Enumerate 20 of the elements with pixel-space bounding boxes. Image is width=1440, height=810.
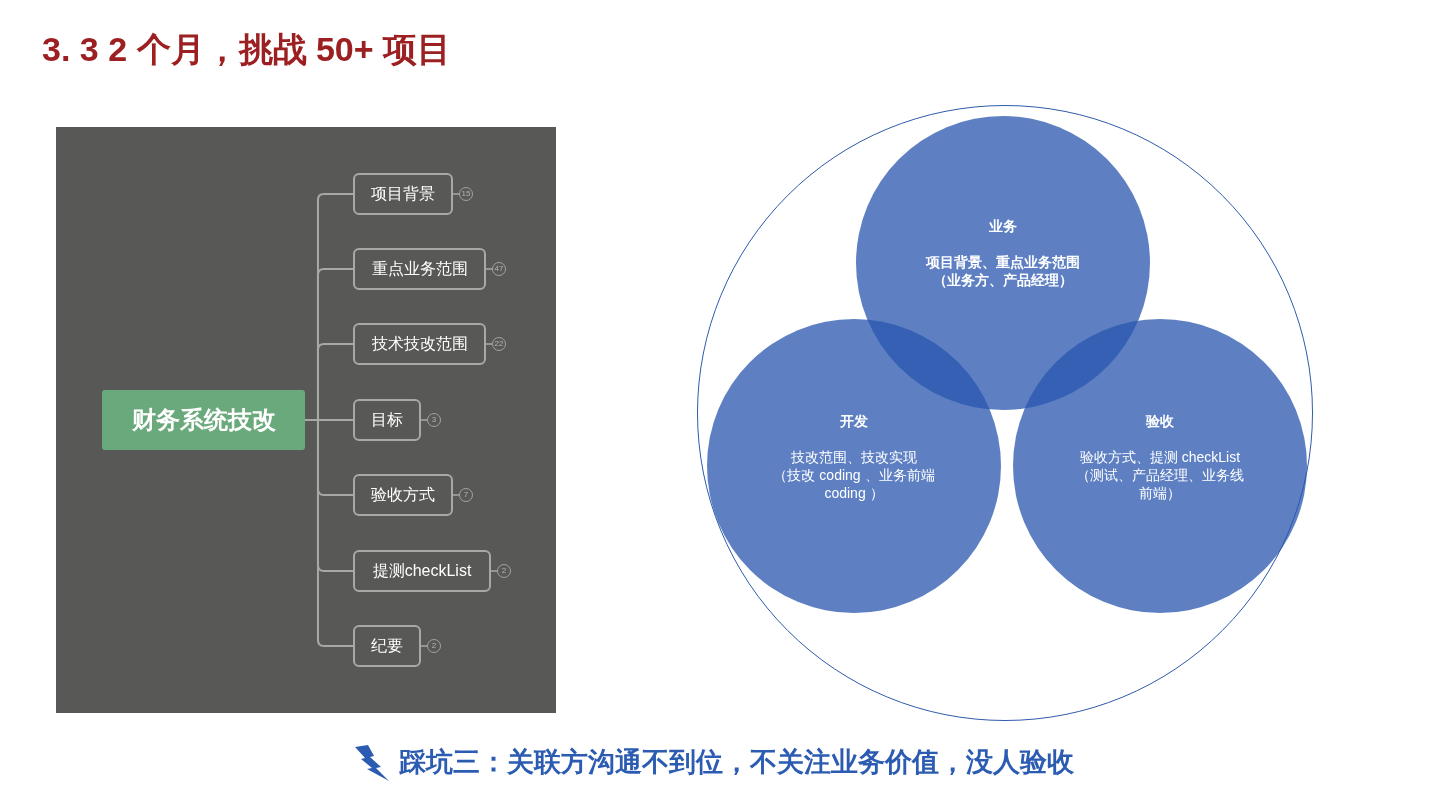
circle-heading: 开发 (840, 412, 868, 430)
topic-box: 财务系统技改 (102, 390, 305, 450)
circle-text: （技改 coding 、业务前端 coding ） (772, 466, 936, 502)
circle-heading: 业务 (989, 217, 1017, 235)
subtopic-box: 项目背景 (353, 173, 453, 215)
slide-title: 3. 3 2 个月，挑战 50+ 项目 (42, 29, 452, 70)
subtopic-box: 技术技改范围 (353, 323, 486, 365)
circle-text: 项目背景、重点业务范围 (924, 253, 1081, 271)
subtopic-box: 重点业务范围 (353, 248, 486, 290)
subtopic-box: 验收方式 (353, 474, 453, 516)
subtopic-box: 目标 (353, 399, 421, 441)
circle-text: 验收方式、提测 checkList (1078, 448, 1242, 466)
circle-text: （测试、产品经理、业务线前端） (1075, 466, 1245, 502)
subtopic-box: 纪要 (353, 625, 421, 667)
circle-text: 技改范围、技改实现 (790, 448, 918, 466)
connector-line (304, 419, 354, 647)
caption-text: 踩坑三：关联方沟通不到位，不关注业务价值，没人验收 (399, 746, 1074, 779)
circle-text: （业务方、产品经理） (932, 271, 1074, 289)
subtopic-box: 提测checkList (353, 550, 491, 592)
circle-heading: 验收 (1146, 412, 1174, 430)
